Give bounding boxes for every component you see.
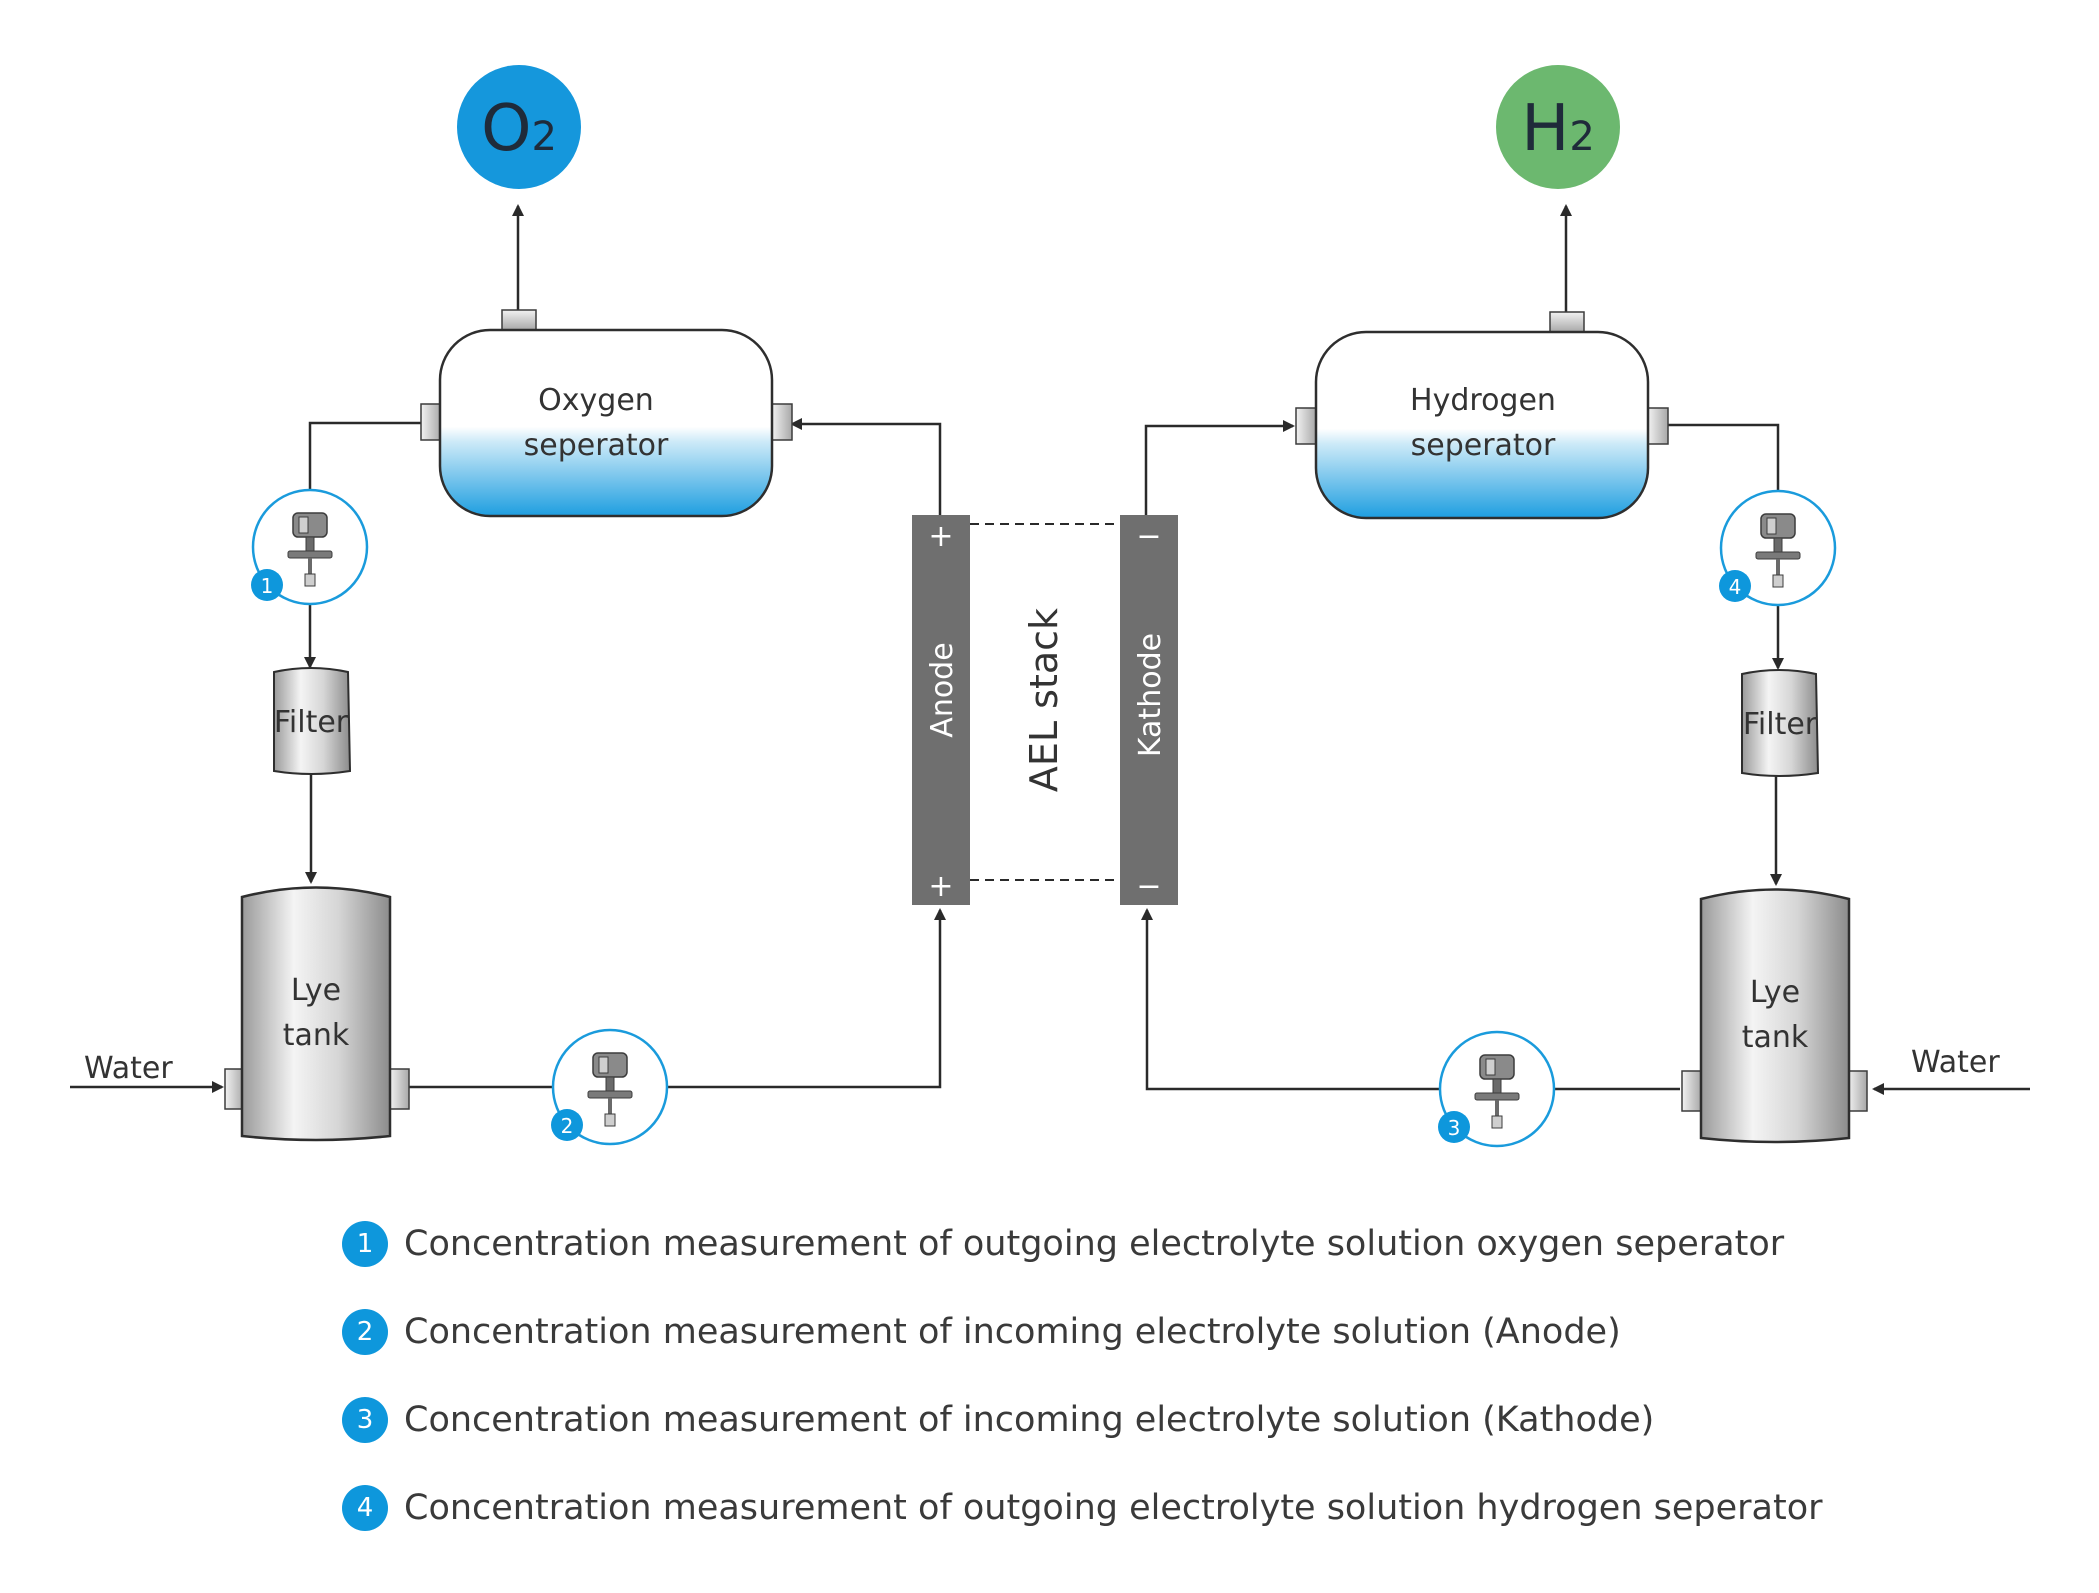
- oxygen-separator: Oxygen seperator: [420, 309, 793, 518]
- legend-text: Concentration measurement of outgoing el…: [404, 1224, 1785, 1264]
- sensor-4: 4: [1719, 489, 1837, 607]
- sensor-2-badge: [551, 1109, 583, 1141]
- sensor-3-badge: [1438, 1111, 1470, 1143]
- hydrogen-separator-label-line2: seperator: [1411, 428, 1556, 463]
- oxygen-circle: [457, 65, 581, 189]
- anode-plate: [912, 515, 970, 905]
- ael-stack-title: AEL stack: [1022, 608, 1066, 792]
- right-sensor-to-kathode-pipe: [1141, 908, 1440, 1091]
- sensor-2-number: 2: [561, 1114, 574, 1138]
- left-lye-tank: Lye tank: [224, 886, 410, 1142]
- right-separator-to-sensor-pipe: [1668, 423, 1780, 490]
- sensor-4-badge: [1719, 570, 1751, 602]
- sensor-1: 1: [251, 488, 369, 606]
- right-tank-inlet-nozzle: [1847, 1070, 1868, 1112]
- oxygen-separator-top-nozzle: [501, 309, 537, 331]
- stack-dashed-links: [970, 523, 1120, 881]
- hydrogen-separator-vessel: [1314, 330, 1650, 520]
- left-tank-outlet-nozzle: [389, 1068, 410, 1110]
- ael-stack: + + − − Anode Kathode AEL stack: [912, 515, 1178, 905]
- left-filter: Filter: [273, 667, 352, 775]
- legend-item-3: 3 Concentration measurement of incoming …: [342, 1394, 1654, 1446]
- oxygen-separator-label-line1: Oxygen: [538, 383, 654, 418]
- right-water-label: Water: [1911, 1045, 2000, 1080]
- hydrogen-separator-label-line1: Hydrogen: [1410, 383, 1556, 418]
- legend-number-badge: 2: [342, 1309, 388, 1355]
- hydrogen-gas-node: H2: [1496, 65, 1620, 189]
- anode-label: Anode: [925, 642, 960, 737]
- sensor-1-number: 1: [261, 574, 274, 598]
- hydrogen-separator: Hydrogen seperator: [1295, 311, 1669, 520]
- hydrogen-circle: [1496, 65, 1620, 189]
- left-water-label: Water: [84, 1051, 173, 1086]
- right-filter: Filter: [1741, 669, 1820, 777]
- oxygen-gas-node: O2: [457, 65, 581, 189]
- sensor-3: 3: [1438, 1030, 1556, 1148]
- right-tank-outlet-nozzle: [1681, 1070, 1702, 1112]
- left-separator-to-sensor-pipe: [308, 421, 421, 489]
- left-sensor-to-anode-pipe: [667, 908, 946, 1089]
- legend-number-badge: 4: [342, 1485, 388, 1531]
- legend-text: Concentration measurement of outgoing el…: [404, 1488, 1823, 1528]
- legend-item-4: 4 Concentration measurement of outgoing …: [342, 1482, 1823, 1534]
- kathode-top-sign: −: [1136, 519, 1161, 554]
- right-lye-tank: Lye tank: [1681, 888, 1868, 1144]
- left-filter-label: Filter: [274, 705, 349, 740]
- legend-item-2: 2 Concentration measurement of incoming …: [342, 1306, 1621, 1358]
- hydrogen-separator-right-nozzle: [1647, 407, 1669, 445]
- sensor-3-number: 3: [1448, 1116, 1461, 1140]
- kathode-plate: [1120, 515, 1178, 905]
- sensor-2: 2: [551, 1028, 669, 1146]
- sensor-4-number: 4: [1729, 575, 1742, 599]
- legend-text: Concentration measurement of incoming el…: [404, 1312, 1621, 1352]
- anode-bottom-sign: +: [928, 869, 953, 904]
- anode-to-oxygen-separator-pipe: [790, 418, 942, 515]
- legend-item-1: 1 Concentration measurement of outgoing …: [342, 1218, 1784, 1270]
- left-tank-label-line1: Lye: [291, 973, 341, 1008]
- left-tank-label-line2: tank: [283, 1018, 350, 1053]
- oxygen-separator-vessel: [438, 328, 774, 518]
- kathode-label: Kathode: [1133, 633, 1168, 757]
- legend-number-badge: 3: [342, 1397, 388, 1443]
- right-tank-label-line1: Lye: [1750, 975, 1800, 1010]
- hydrogen-symbol: H2: [1521, 92, 1595, 166]
- kathode-bottom-sign: −: [1136, 869, 1161, 904]
- oxygen-symbol: O2: [481, 92, 557, 166]
- legend-text: Concentration measurement of incoming el…: [404, 1400, 1655, 1440]
- oxygen-separator-left-nozzle: [420, 403, 442, 441]
- kathode-to-hydrogen-separator-pipe: [1144, 420, 1295, 515]
- hydrogen-separator-left-nozzle: [1295, 407, 1317, 445]
- hydrogen-separator-top-nozzle: [1549, 311, 1585, 333]
- right-tank-label-line2: tank: [1742, 1020, 1809, 1055]
- pipes: [70, 204, 2030, 1095]
- anode-top-sign: +: [928, 519, 953, 554]
- oxygen-separator-right-nozzle: [771, 403, 793, 441]
- right-filter-label: Filter: [1743, 707, 1818, 742]
- oxygen-separator-label-line2: seperator: [524, 428, 669, 463]
- legend-number-badge: 1: [342, 1221, 388, 1267]
- sensor-1-badge: [251, 569, 283, 601]
